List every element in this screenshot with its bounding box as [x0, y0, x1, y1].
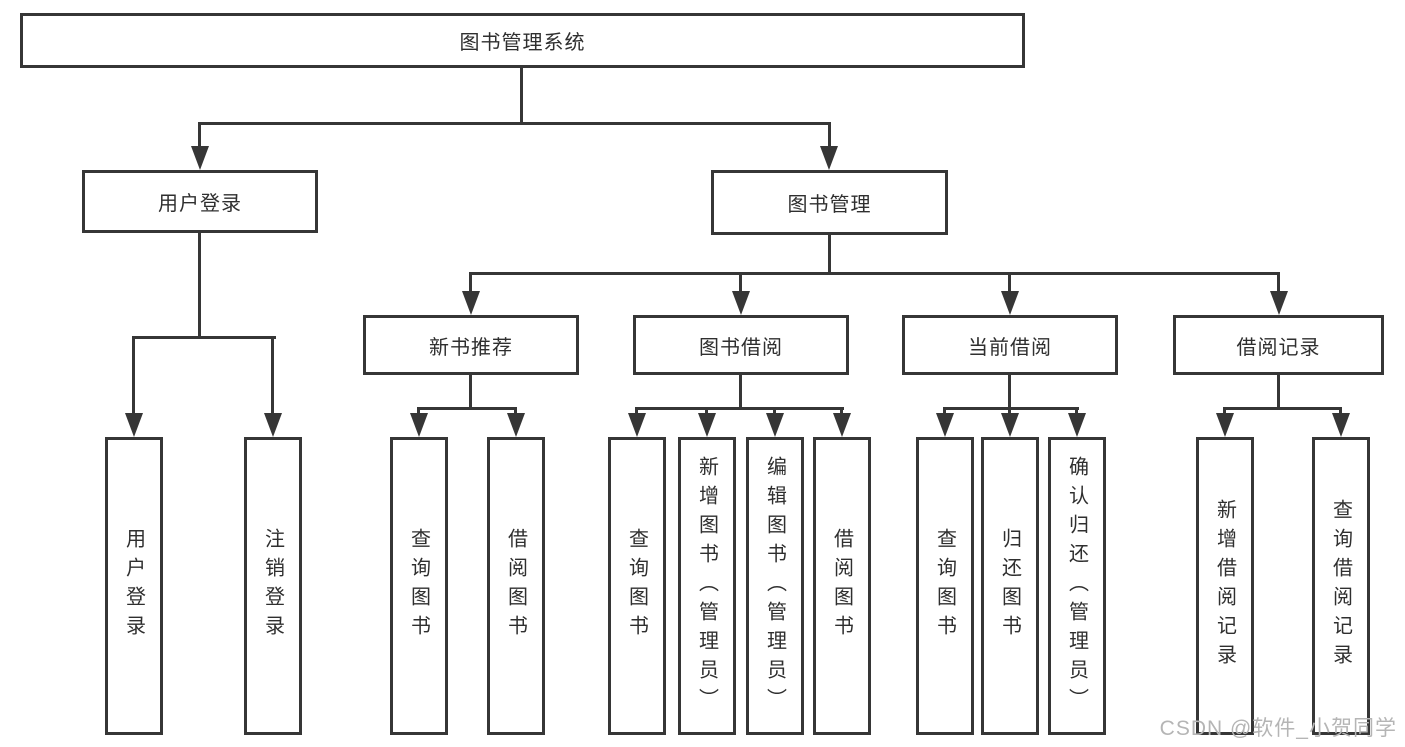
- leaf-borrow-books: 借阅图书: [813, 437, 871, 735]
- node-label: 新书推荐: [429, 336, 513, 359]
- leaf-label: 确认归还（管理员）: [1065, 455, 1088, 717]
- leaf-label: 归还图书: [998, 528, 1021, 644]
- leaf-label: 新增图书（管理员）: [695, 455, 718, 717]
- arrowhead-down-icon: [1270, 291, 1288, 315]
- leaf-borrow-books-recommend: 借阅图书: [487, 437, 545, 735]
- arrowhead-down-icon: [820, 146, 838, 170]
- arrowhead-down-icon: [507, 413, 525, 437]
- connector-stem: [705, 407, 708, 416]
- leaf-label: 编辑图书（管理员）: [763, 455, 786, 717]
- leaf-query-books-recommend: 查询图书: [390, 437, 448, 735]
- connector-newbook-vertical: [469, 375, 472, 410]
- connector-stem: [469, 272, 472, 293]
- connector-newbook-horizontal: [418, 407, 517, 410]
- arrowhead-down-icon: [462, 291, 480, 315]
- node-new-book-recommend: 新书推荐: [363, 315, 579, 375]
- connector-bookmgmt-horizontal: [469, 272, 1280, 275]
- connector-userlogin-vertical: [198, 233, 201, 339]
- connector-stem: [739, 272, 742, 293]
- leaf-query-books-current: 查询图书: [916, 437, 974, 735]
- connector-borrow-vertical: [739, 375, 742, 410]
- connector-stem: [417, 407, 420, 416]
- leaf-user-login: 用户登录: [105, 437, 163, 735]
- arrowhead-down-icon: [191, 146, 209, 170]
- leaf-query-books-borrow: 查询图书: [608, 437, 666, 735]
- connector-stem: [635, 407, 638, 416]
- node-label: 图书管理系统: [459, 32, 586, 54]
- leaf-label: 借阅图书: [830, 528, 853, 644]
- connector-stem: [271, 336, 274, 415]
- connector-records-vertical: [1277, 375, 1280, 410]
- arrowhead-down-icon: [264, 413, 282, 437]
- connector-stem: [828, 122, 831, 148]
- arrowhead-down-icon: [936, 413, 954, 437]
- connector-borrow-horizontal: [636, 407, 844, 410]
- connector-stem: [1008, 272, 1011, 293]
- arrowhead-down-icon: [732, 291, 750, 315]
- node-book-management: 图书管理: [711, 170, 948, 235]
- arrowhead-down-icon: [410, 413, 428, 437]
- arrowhead-down-icon: [125, 413, 143, 437]
- node-book-borrow: 图书借阅: [633, 315, 849, 375]
- arrowhead-down-icon: [1001, 291, 1019, 315]
- leaf-label: 用户登录: [122, 528, 145, 644]
- leaf-label: 查询图书: [625, 528, 648, 644]
- connector-stem: [1008, 407, 1011, 416]
- node-label: 用户登录: [158, 193, 242, 215]
- arrowhead-down-icon: [1001, 413, 1019, 437]
- arrowhead-down-icon: [833, 413, 851, 437]
- connector-root-horizontal: [198, 122, 831, 125]
- arrowhead-down-icon: [698, 413, 716, 437]
- leaf-query-borrow-record: 查询借阅记录: [1312, 437, 1370, 735]
- leaf-label: 借阅图书: [504, 528, 527, 644]
- connector-root-vertical: [520, 68, 523, 125]
- connector-records-horizontal: [1224, 407, 1342, 410]
- node-user-login: 用户登录: [82, 170, 318, 233]
- node-label: 图书借阅: [699, 336, 783, 359]
- leaf-add-borrow-record: 新增借阅记录: [1196, 437, 1254, 735]
- leaf-label: 查询借阅记录: [1329, 499, 1352, 673]
- arrowhead-down-icon: [766, 413, 784, 437]
- node-label: 图书管理: [787, 194, 872, 216]
- connector-current-horizontal: [944, 407, 1079, 410]
- connector-current-vertical: [1008, 375, 1011, 410]
- connector-stem: [943, 407, 946, 416]
- leaf-label: 注销登录: [261, 528, 284, 644]
- connector-stem: [198, 122, 201, 148]
- connector-stem: [1339, 407, 1342, 416]
- node-label: 借阅记录: [1236, 336, 1321, 359]
- leaf-logout: 注销登录: [244, 437, 302, 735]
- leaf-label: 新增借阅记录: [1213, 499, 1236, 673]
- node-current-borrow: 当前借阅: [902, 315, 1118, 375]
- connector-stem: [773, 407, 776, 416]
- connector-stem: [1075, 407, 1078, 416]
- node-library-system: 图书管理系统: [20, 13, 1025, 68]
- leaf-return-books: 归还图书: [981, 437, 1039, 735]
- arrowhead-down-icon: [1216, 413, 1234, 437]
- arrowhead-down-icon: [1068, 413, 1086, 437]
- node-label: 当前借阅: [968, 336, 1052, 359]
- connector-stem: [132, 336, 135, 415]
- connector-bookmgmt-vertical: [828, 235, 831, 275]
- connector-stem: [1277, 272, 1280, 293]
- arrowhead-down-icon: [1332, 413, 1350, 437]
- leaf-label: 查询图书: [933, 528, 956, 644]
- node-borrow-records: 借阅记录: [1173, 315, 1384, 375]
- csdn-watermark: CSDN @软件_小贺同学: [1159, 717, 1397, 740]
- arrowhead-down-icon: [628, 413, 646, 437]
- leaf-edit-book-admin: 编辑图书（管理员）: [746, 437, 804, 735]
- connector-stem: [514, 407, 517, 416]
- leaf-confirm-return-admin: 确认归还（管理员）: [1048, 437, 1106, 735]
- connector-stem: [840, 407, 843, 416]
- connector-userlogin-horizontal: [133, 336, 276, 339]
- connector-stem: [1223, 407, 1226, 416]
- leaf-add-book-admin: 新增图书（管理员）: [678, 437, 736, 735]
- leaf-label: 查询图书: [407, 528, 430, 644]
